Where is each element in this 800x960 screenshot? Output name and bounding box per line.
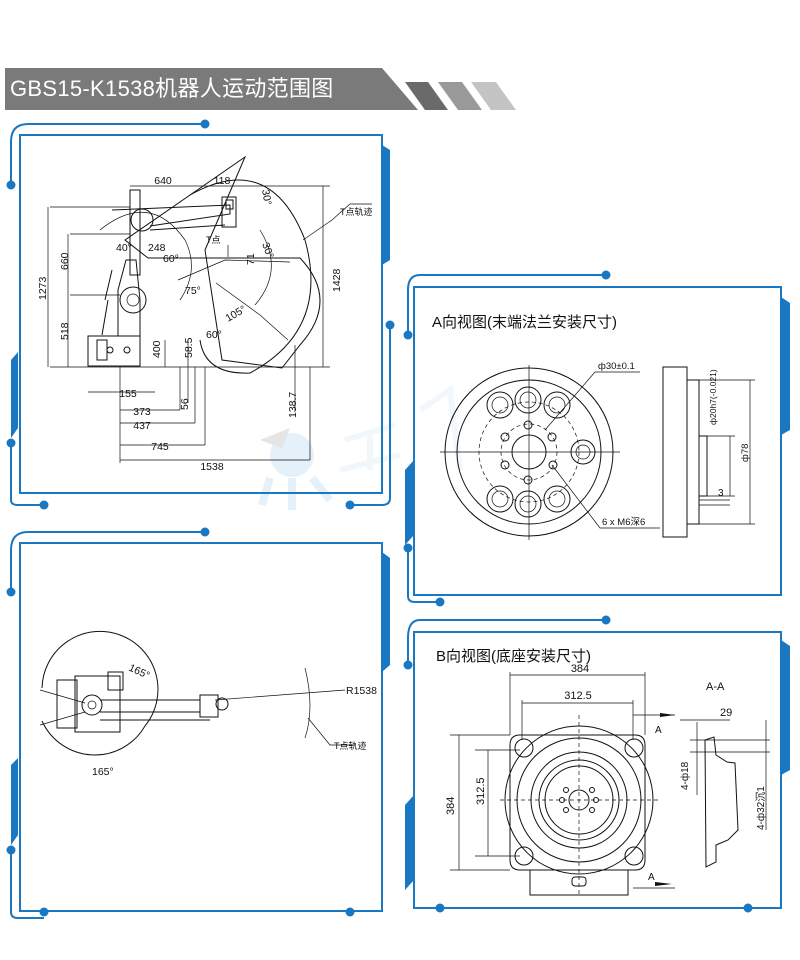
angle-label: 40° [116,242,132,254]
dim-width-inner: 312.5 [564,690,592,702]
dim-118: 118 [214,175,231,187]
shaft-label: ф20h7(-0.021) [708,369,718,425]
dim-thickness: 29 [720,707,732,719]
title-banner [5,68,516,110]
dim-518: 518 [59,322,71,340]
dim-400: 400 [151,340,163,358]
dim-56: 56 [179,398,191,410]
dim-138-7: 138.7 [287,392,299,418]
section-marker-bottom: A [648,872,655,883]
dim-155: 155 [119,388,137,400]
angle-label: 105° [224,303,249,324]
dim-1273: 1273 [37,276,49,300]
view-b-title: B向视图(底座安装尺寸) [436,648,591,665]
outer-diameter-label: ф78 [740,444,751,462]
dim-248: 248 [148,242,166,254]
t-point-label: T点 [206,235,221,245]
dim-745: 745 [151,441,169,453]
panel-view-a-frame [403,270,790,607]
dim-1538: 1538 [200,461,224,473]
hole-counter-label: 4-ф32沉1 [754,786,767,830]
angle-label: 60° [163,253,179,265]
hole-small-label: 4-ф18 [679,761,691,790]
pcd-label: ф30±0.1 [598,361,635,372]
section-marker-top: A [655,725,662,736]
dim-373: 373 [133,406,151,418]
base-drawing [450,672,770,896]
base-labels: 384 312.5 384 312.5 A-A A A 29 4-ф18 4-ф… [445,663,767,886]
flange-drawing [440,365,755,540]
dim-height-inner: 312.5 [475,777,487,805]
dim-71: 71 [245,253,257,265]
angle-label: 30° [259,188,274,206]
holes-label: 6 x M6深6 [602,517,645,528]
angle-label: 75° [185,285,201,297]
angle-label: 165° [127,662,152,682]
view-a-title: A向视图(末端法兰安装尺寸) [432,314,617,331]
dim-437: 437 [133,420,151,432]
dim-640: 640 [154,175,172,187]
angle-label: 165° [92,766,114,778]
panel-side-view-frame [6,119,395,510]
side-view-drawing [47,155,372,463]
radius-label: R1538 [346,685,377,697]
dim-58-5: 58.5 [183,337,195,358]
t-path-label: T点轨迹 [340,206,373,217]
depth-label: 3 [718,488,724,499]
section-label: A-A [706,681,725,693]
panel-top-view-frame [6,527,390,919]
t-path-label: T点轨迹 [334,740,367,751]
dim-660: 660 [59,252,71,270]
flange-labels: ф30±0.1 6 x M6深6 ф20h7(-0.021) ф78 3 [598,361,751,528]
dim-width-outer: 384 [571,663,589,675]
angle-label: 60° [206,329,222,341]
page-title: GBS15-K1538机器人运动范围图 [10,76,334,101]
top-view-drawing [39,630,355,756]
dim-height-outer: 384 [445,797,457,815]
angle-label: 30° [259,241,276,260]
dim-1428: 1428 [331,268,343,292]
panel-view-b-frame [403,615,790,913]
side-view-labels: 640 118 30° 30° 40° 248 60° 75° 105° 60°… [37,175,373,473]
